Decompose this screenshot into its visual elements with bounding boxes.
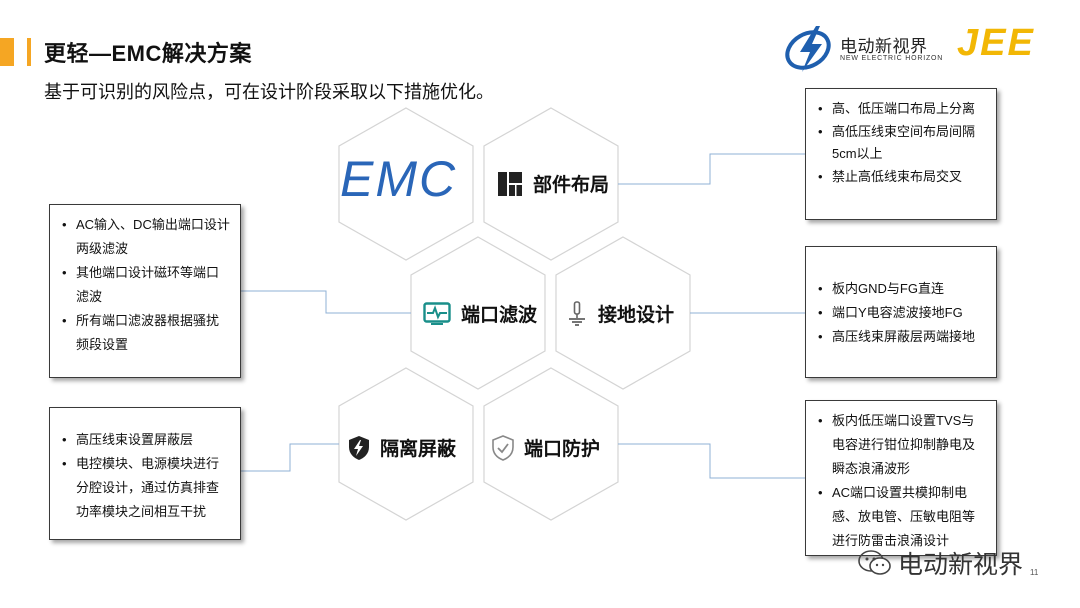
list-item: 高低压线束空间布局间隔5cm以上 bbox=[818, 121, 986, 165]
hex-shielding bbox=[338, 367, 474, 521]
list-item: 板内低压端口设置TVS与电容进行钳位抑制静电及瞬态浪涌波形 bbox=[818, 409, 986, 481]
connector-protection bbox=[618, 443, 805, 479]
hex-label-port-protection: 端口防护 bbox=[492, 434, 600, 461]
connector-layout bbox=[618, 153, 805, 185]
title-accent-bar bbox=[0, 38, 14, 66]
list-item: 板内GND与FG直连 bbox=[818, 277, 986, 301]
hex-emc bbox=[338, 107, 474, 261]
list-item: 禁止高低线束布局交叉 bbox=[818, 165, 986, 189]
wechat-icon bbox=[858, 550, 891, 575]
list-item: 高压线束设置屏蔽层 bbox=[62, 428, 230, 452]
logo-name-en: NEW ELECTRIC HORIZON bbox=[840, 55, 944, 62]
hex-port-protection bbox=[483, 367, 619, 521]
hex-grounding bbox=[555, 236, 691, 390]
hex-label-shielding: 隔离屏蔽 bbox=[348, 434, 456, 461]
hex-label-grounding-text: 接地设计 bbox=[598, 305, 675, 326]
page-subtitle: 基于可识别的风险点，可在设计阶段采取以下措施优化。 bbox=[44, 82, 494, 102]
hex-label-layout: 部件布局 bbox=[497, 170, 609, 197]
shield-check-icon bbox=[492, 434, 514, 461]
lightning-globe-icon bbox=[785, 26, 831, 72]
logo-name-cn: 电动新视界 bbox=[840, 37, 928, 56]
watermark-text: 电动新视界 bbox=[898, 551, 1024, 579]
list-item: 高、低压端口布局上分离 bbox=[818, 97, 986, 121]
hex-label-port-filter: 端口滤波 bbox=[423, 300, 537, 327]
hex-label-layout-text: 部件布局 bbox=[533, 175, 610, 196]
hex-label-grounding: 接地设计 bbox=[566, 300, 674, 327]
list-item: AC输入、DC输出端口设计两级滤波 bbox=[62, 213, 230, 261]
connector-filter bbox=[241, 290, 411, 314]
page-title: 更轻—EMC解决方案 bbox=[44, 41, 252, 66]
hex-port-filter bbox=[410, 236, 546, 390]
box-layout-points: 高、低压端口布局上分离 高低压线束空间布局间隔5cm以上 禁止高低线束布局交叉 bbox=[805, 88, 997, 220]
box-filter-points: AC输入、DC输出端口设计两级滤波 其他端口设计磁环等端口滤波 所有端口滤波器根… bbox=[49, 204, 241, 378]
box-protection-points: 板内低压端口设置TVS与电容进行钳位抑制静电及瞬态浪涌波形 AC端口设置共模抑制… bbox=[805, 400, 997, 556]
box-shielding-points: 高压线束设置屏蔽层 电控模块、电源模块进行分腔设计，通过仿真排查功率模块之间相互… bbox=[49, 407, 241, 540]
box-grounding-points: 板内GND与FG直连 端口Y电容滤波接地FG 高压线束屏蔽层两端接地 bbox=[805, 246, 997, 378]
hex-label-port-protection-text: 端口防护 bbox=[524, 439, 601, 460]
connector-shielding bbox=[241, 443, 339, 472]
brand-logo: 电动新视界 NEW ELECTRIC HORIZON JEE bbox=[782, 20, 1072, 80]
hex-label-shielding-text: 隔离屏蔽 bbox=[380, 439, 457, 460]
page-number: 11 bbox=[1030, 568, 1039, 577]
list-item: 所有端口滤波器根据骚扰频段设置 bbox=[62, 309, 230, 357]
waveform-monitor-icon bbox=[423, 301, 451, 325]
list-item: 端口Y电容滤波接地FG bbox=[818, 301, 986, 325]
list-item: 其他端口设计磁环等端口滤波 bbox=[62, 261, 230, 309]
layout-grid-icon bbox=[498, 171, 522, 196]
ground-symbol-icon bbox=[569, 300, 585, 326]
list-item: 高压线束屏蔽层两端接地 bbox=[818, 325, 986, 349]
emc-label: EMC bbox=[340, 151, 458, 207]
hex-layout bbox=[483, 107, 619, 261]
shield-lightning-icon bbox=[349, 435, 369, 460]
list-item: AC端口设置共模抑制电感、放电管、压敏电阻等进行防雷击浪涌设计 bbox=[818, 481, 986, 553]
title-accent-stripe bbox=[27, 38, 31, 66]
logo-mark: JEE bbox=[957, 22, 1035, 64]
watermark: 电动新视界 bbox=[858, 545, 1023, 581]
hex-label-port-filter-text: 端口滤波 bbox=[461, 305, 538, 326]
list-item: 电控模块、电源模块进行分腔设计，通过仿真排查功率模块之间相互干扰 bbox=[62, 452, 230, 524]
